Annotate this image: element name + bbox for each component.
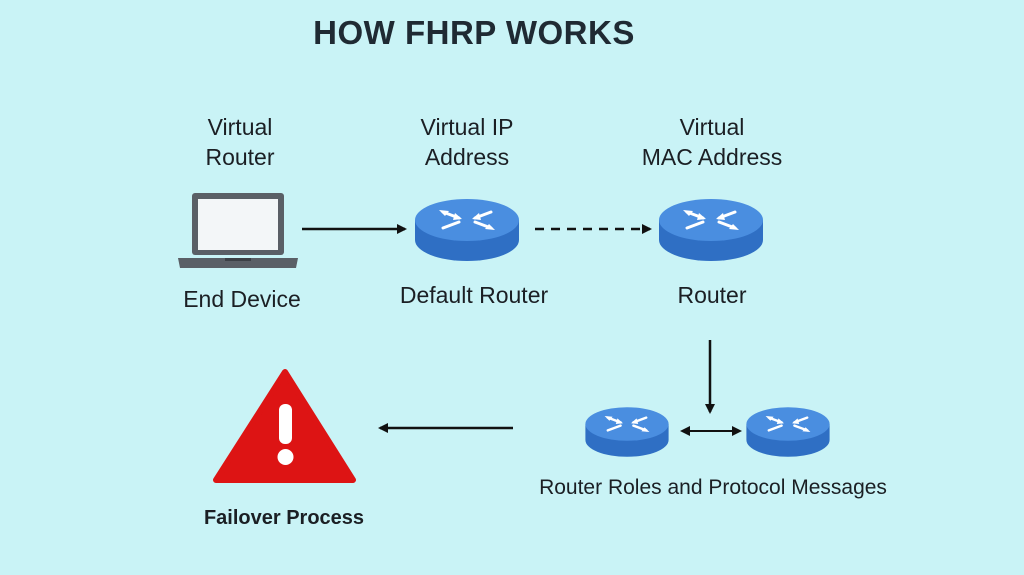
router-roles-label: Router Roles and Protocol Messages bbox=[539, 476, 887, 499]
failover-label: Failover Process bbox=[203, 507, 365, 529]
default-router-label: Default Router bbox=[399, 282, 549, 308]
router-label: Router bbox=[677, 282, 747, 308]
warning-icon bbox=[213, 369, 356, 483]
page-title: HOW FHRP WORKS bbox=[313, 14, 635, 51]
end-device-top-label: Virtual Router bbox=[205, 114, 275, 170]
router-top-label: Virtual MAC Address bbox=[641, 114, 783, 170]
router-icon bbox=[657, 197, 765, 263]
default-router-top-label: Virtual IP Address bbox=[420, 114, 514, 170]
end-device-label: End Device bbox=[183, 286, 301, 312]
router-pair-right-icon bbox=[745, 406, 831, 458]
router-pair-left-icon bbox=[584, 406, 670, 458]
laptop-icon bbox=[178, 193, 298, 268]
default-router-icon bbox=[413, 197, 521, 263]
